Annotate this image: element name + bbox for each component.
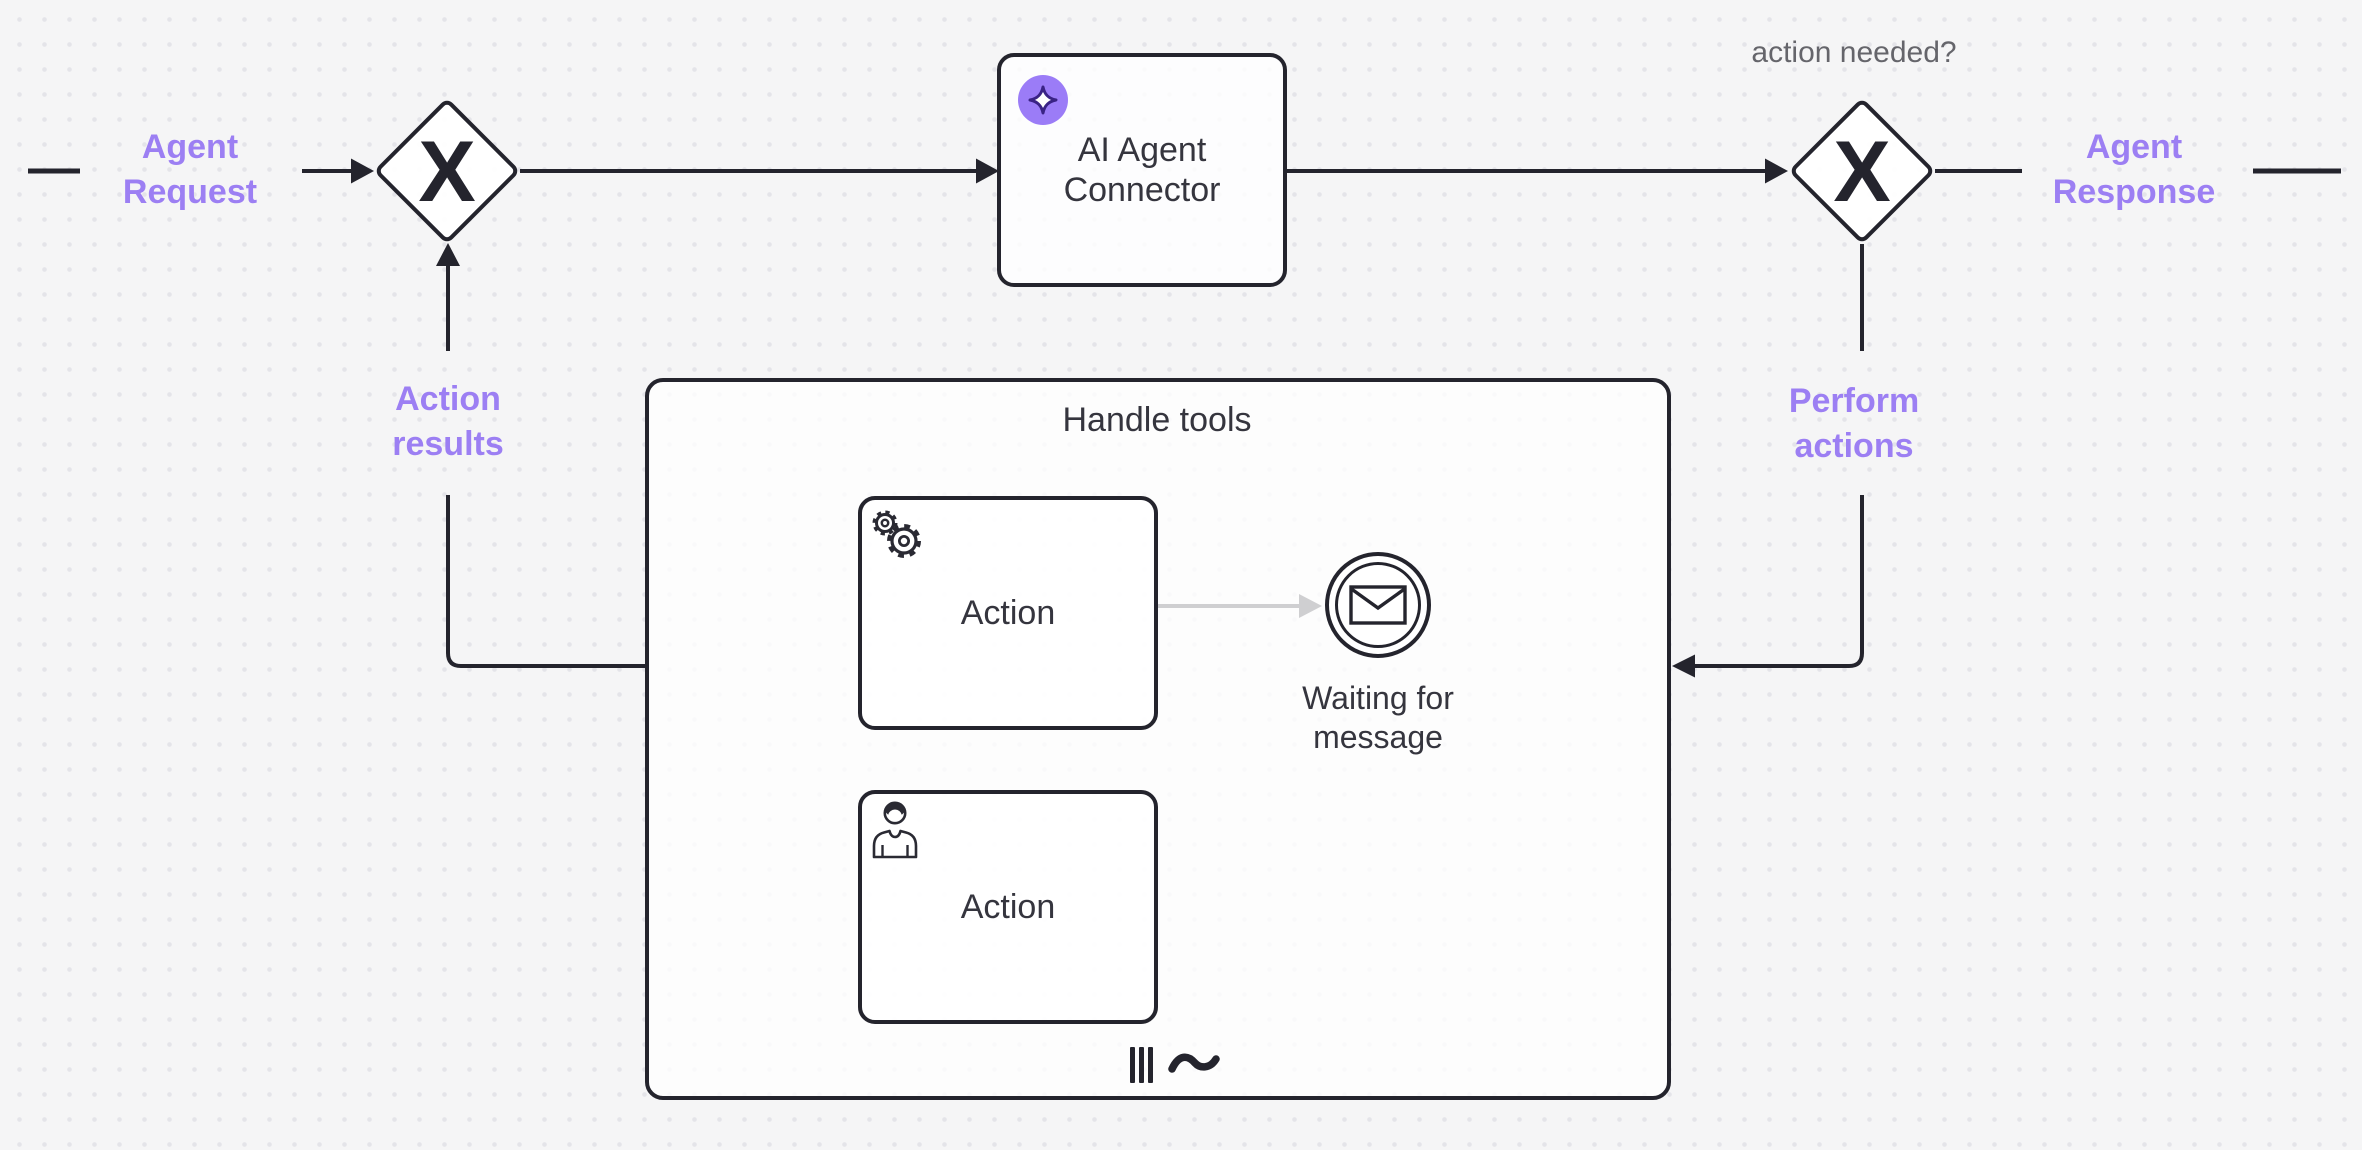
event-inner-ring (1335, 562, 1421, 648)
arrowhead (436, 243, 460, 266)
subprocess-title: Handle tools (1062, 401, 1252, 439)
arrowhead (351, 158, 374, 184)
arrowhead (1765, 158, 1788, 184)
gears-icon (872, 510, 921, 558)
label-agent-request[interactable]: Agent Request (122, 128, 258, 211)
gateway-x-marker: X (418, 124, 476, 220)
person-icon (872, 801, 918, 859)
label-action-needed[interactable]: action needed? (1751, 36, 1957, 69)
flow-perform-actions[interactable] (1694, 244, 1864, 668)
ad-hoc-tilde-icon (1168, 1053, 1220, 1073)
arrowhead (976, 158, 999, 184)
arrowhead (1672, 654, 1695, 678)
task-label-ai-agent-connector: AI Agent Connector (1063, 131, 1221, 209)
subprocess-handle-tools[interactable] (645, 378, 1671, 1100)
label-waiting-for-message[interactable]: Waiting for message (1302, 680, 1454, 755)
message-catch-event[interactable] (1325, 552, 1431, 658)
label-perform-actions[interactable]: Perform actions (1788, 382, 1920, 465)
label-action-results[interactable]: Action results (392, 380, 504, 463)
sparkle-icon (1018, 75, 1068, 125)
task-ai-agent-connector[interactable]: AI Agent Connector (997, 53, 1287, 287)
task-action-user[interactable]: Action (858, 790, 1158, 1024)
label-agent-response[interactable]: Agent Response (2052, 128, 2216, 211)
subprocess-markers (1130, 1045, 1220, 1085)
task-action-service[interactable]: Action (858, 496, 1158, 730)
parallel-multi-instance-icon (1130, 1047, 1153, 1083)
task-label-action-service: Action (960, 594, 1056, 632)
gateway-x-marker: X (1833, 124, 1891, 220)
task-label-action-user: Action (960, 888, 1056, 926)
flow-action-results[interactable] (446, 266, 645, 668)
